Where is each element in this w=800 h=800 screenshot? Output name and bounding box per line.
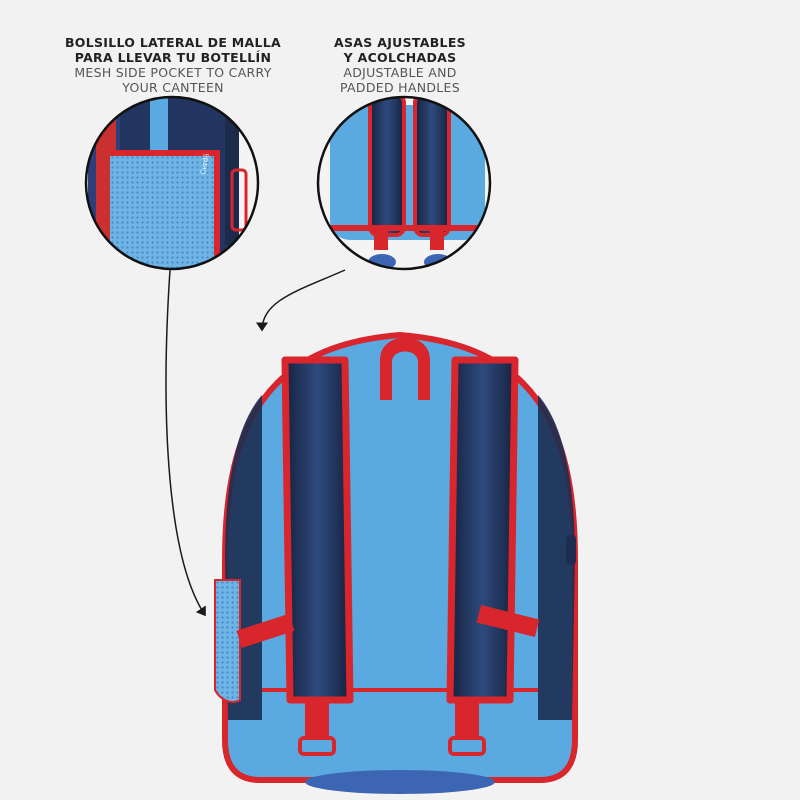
mesh-pocket-title-line2: PARA LLEVAR TU BOTELLÍN <box>74 50 272 65</box>
handles-subtitle-line1: ADJUSTABLE AND <box>343 65 457 80</box>
mesh-pocket-caption: BOLSILLO LATERAL DE MALLA PARA LLEVAR TU… <box>48 35 298 95</box>
handles-caption: ASAS AJUSTABLES Y ACOLCHADAS ADJUSTABLE … <box>290 35 510 95</box>
handles-title-line2: Y ACOLCHADAS <box>343 50 457 65</box>
mesh-pocket-pointer-arrow <box>165 269 206 617</box>
handles-detail-circle <box>316 95 492 271</box>
handles-title-line1: ASAS AJUSTABLES <box>334 35 466 50</box>
handles-subtitle-line2: PADDED HANDLES <box>340 80 460 95</box>
svg-text:Cerdá: Cerdá <box>199 153 211 176</box>
mesh-pocket-detail-circle: Cerdá <box>84 95 260 271</box>
mesh-pocket-subtitle-line2: YOUR CANTEEN <box>122 80 224 95</box>
handles-pointer-arrow <box>256 269 346 332</box>
mesh-pocket-title-line1: BOLSILLO LATERAL DE MALLA <box>64 35 282 50</box>
mesh-pocket-subtitle-line1: MESH SIDE POCKET TO CARRY <box>74 65 272 80</box>
backpack <box>214 331 578 794</box>
